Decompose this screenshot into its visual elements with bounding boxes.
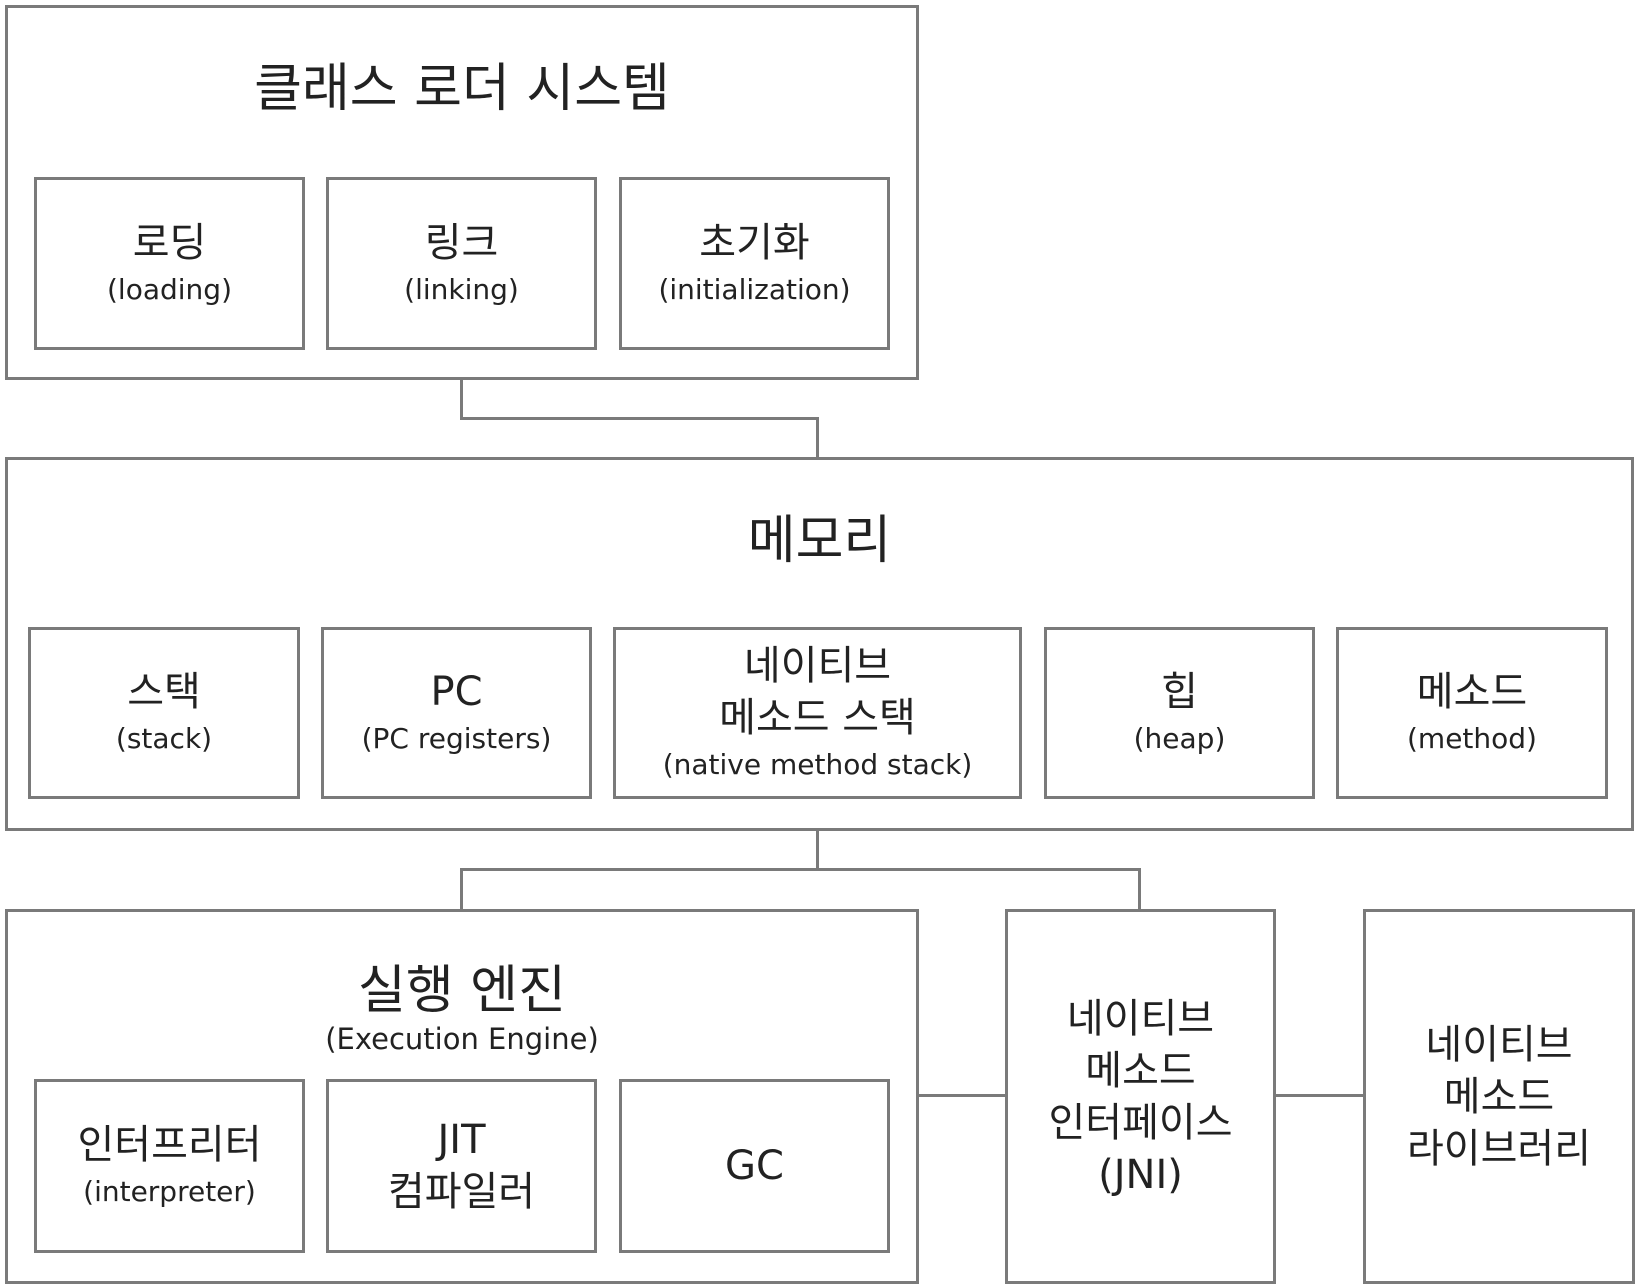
connector: [1138, 868, 1141, 910]
component-name: 네이티브 메소드 스택: [719, 643, 916, 741]
connector: [460, 868, 1141, 871]
memory-item-2: 네이티브 메소드 스택 (native method stack): [613, 627, 1022, 799]
class-loader-item-2: 초기화 (initialization): [619, 177, 890, 350]
memory-item-4: 메소드 (method): [1336, 627, 1608, 799]
execution-engine-subtitle: (Execution Engine): [325, 1022, 599, 1056]
component-english-name: (heap): [1133, 722, 1226, 755]
component-name: 초기화: [699, 219, 810, 266]
component-name: 스택: [127, 669, 201, 715]
component-english-name: (linking): [404, 272, 519, 306]
component-english-name: (initialization): [658, 272, 851, 306]
component-english-name: (stack): [115, 722, 213, 755]
native-library-label: 네이티브 메소드 라이브러리: [1407, 1021, 1591, 1172]
component-name: 메소드: [1416, 669, 1528, 715]
memory-item-0: 스택 (stack): [28, 627, 300, 799]
class-loader-item-1: 링크 (linking): [326, 177, 597, 350]
class-loader-title: 클래스 로더 시스템: [254, 59, 670, 119]
connector: [816, 829, 819, 870]
connector: [917, 1094, 1006, 1097]
connector: [1274, 1094, 1364, 1097]
execution-engine-item-1: JIT 컴파일러: [326, 1079, 597, 1253]
component-name: 링크: [424, 219, 499, 266]
connector: [460, 868, 463, 910]
component-name: PC: [430, 669, 483, 715]
component-name: 인터프리터: [77, 1122, 262, 1168]
component-english-name: (native method stack): [662, 748, 973, 781]
component-english-name: (method): [1407, 722, 1537, 755]
execution-engine-item-2: GC: [619, 1079, 890, 1253]
jni-box: 네이티브 메소드 인터페이스 (JNI): [1005, 909, 1276, 1284]
component-name: 로딩: [132, 219, 207, 266]
component-name: GC: [725, 1143, 784, 1189]
connector: [816, 417, 819, 459]
component-name: 힙: [1161, 669, 1198, 715]
component-english-name: (PC registers): [361, 722, 552, 755]
component-english-name: (interpreter): [83, 1175, 256, 1208]
connector: [460, 417, 819, 420]
class-loader-item-0: 로딩 (loading): [34, 177, 305, 350]
memory-item-3: 힙 (heap): [1044, 627, 1315, 799]
execution-engine-title: 실행 엔진: [358, 961, 566, 1021]
connector: [460, 379, 463, 419]
memory-item-1: PC (PC registers): [321, 627, 592, 799]
component-english-name: (loading): [107, 272, 232, 306]
memory-title: 메모리: [747, 511, 892, 571]
execution-engine-item-0: 인터프리터 (interpreter): [34, 1079, 305, 1253]
native-library-box: 네이티브 메소드 라이브러리: [1363, 909, 1635, 1284]
component-name: JIT 컴파일러: [387, 1117, 536, 1215]
jni-label: 네이티브 메소드 인터페이스 (JNI): [1048, 995, 1233, 1198]
